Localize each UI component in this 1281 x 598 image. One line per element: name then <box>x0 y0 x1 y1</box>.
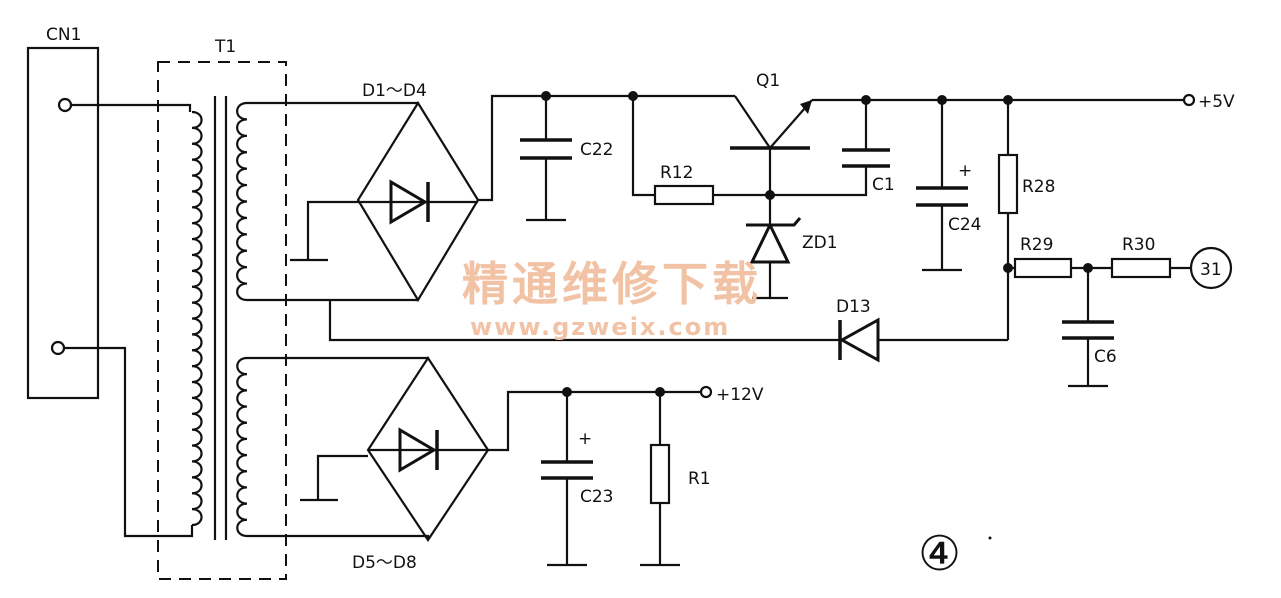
capacitor-c1 <box>770 100 890 197</box>
cn1-pin-bottom <box>50 340 66 356</box>
stray-dot <box>988 536 992 540</box>
junction <box>1003 95 1013 105</box>
watermark-title: 精通维修下载 <box>462 257 762 311</box>
watermark-url: www.gzweix.com <box>470 313 730 341</box>
label-cn1: CN1 <box>46 25 81 45</box>
primary-wire-top <box>71 103 192 112</box>
label-t1: T1 <box>214 37 236 57</box>
label-plus5v: +5V <box>1198 92 1235 112</box>
primary-wire-bottom <box>64 346 194 538</box>
t1-shield <box>157 61 287 580</box>
upper-rail-in <box>478 94 735 202</box>
label-d1-d4: D1～D4 <box>362 81 427 101</box>
pin31-circle <box>1189 246 1233 290</box>
junction <box>937 95 947 105</box>
label-c1: C1 <box>872 175 895 195</box>
resistor-r28 <box>997 100 1019 340</box>
cn1-pin-top <box>57 97 73 113</box>
secondary-coil-upper <box>236 101 248 302</box>
label-r28: R28 <box>1022 177 1055 197</box>
label-d5-d8: D5～D8 <box>352 553 417 573</box>
resistor-r30 <box>1110 257 1190 279</box>
primary-coil-winding <box>191 110 203 527</box>
capacitor-c6 <box>1062 268 1114 388</box>
plus12v-rail <box>488 385 713 452</box>
transistor-q1 <box>730 95 1185 195</box>
label-zd1: ZD1 <box>802 233 838 253</box>
resistor-r12 <box>631 96 770 206</box>
label-c23: C23 <box>580 487 614 507</box>
label-c6: C6 <box>1094 347 1117 367</box>
primary-coil <box>191 110 203 527</box>
label-r29: R29 <box>1020 235 1053 255</box>
resistor-r1 <box>640 392 680 567</box>
capacitor-c23 <box>541 392 593 567</box>
label-q1: Q1 <box>756 71 780 91</box>
label-c24: C24 <box>948 215 982 235</box>
secondary-coil-lower <box>236 356 248 538</box>
sec1-coil-winding <box>236 101 248 302</box>
sec2-coil-winding <box>236 356 248 538</box>
zener-zd1 <box>746 195 802 300</box>
figure-number: ④ <box>918 526 961 582</box>
cn1-connector <box>26 46 100 400</box>
plus-sign-c23: + <box>578 429 592 449</box>
capacitor-c24 <box>916 100 968 272</box>
label-plus12v: +12V <box>716 385 764 405</box>
label-d13: D13 <box>836 297 871 317</box>
bridge-d1-d4 <box>268 100 480 303</box>
label-pin31: 31 <box>1200 260 1222 280</box>
label-r1: R1 <box>688 469 711 489</box>
capacitor-c22 <box>520 96 572 222</box>
label-r30: R30 <box>1122 235 1155 255</box>
plus5v-terminal <box>1182 93 1196 107</box>
bridge-d5-d8 <box>268 355 490 542</box>
junction <box>861 95 871 105</box>
plus-sign-c24: + <box>958 161 972 181</box>
label-c22: C22 <box>580 140 614 160</box>
diode-d13 <box>328 300 1008 363</box>
label-r12: R12 <box>660 163 693 183</box>
resistor-r29 <box>1008 257 1112 279</box>
